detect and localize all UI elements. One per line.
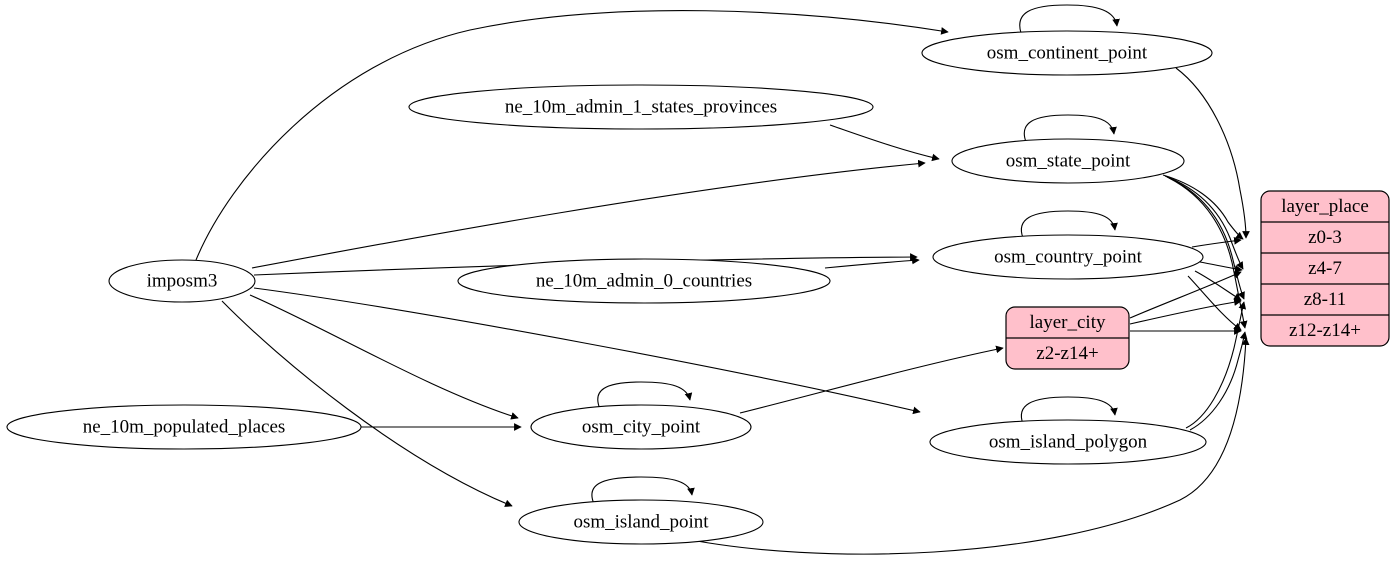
edge-osm_city_point-to-layer_city.z2-z14+ bbox=[739, 345, 1004, 414]
edge-osm_country_point-to-layer_place.z12-z14+ bbox=[1187, 275, 1242, 331]
edge-ne_admin1-to-osm_state_point bbox=[829, 124, 940, 162]
edge-osm_country_point-to-layer_place.z8-11 bbox=[1194, 270, 1242, 301]
edge-ne_admin0-to-osm_country_point bbox=[824, 256, 920, 269]
record-layer_place[interactable]: layer_place z0-3 z4-7 z8-11 z12-z14+ bbox=[1260, 190, 1390, 347]
node-shape-osm_city_point bbox=[530, 404, 752, 450]
node-ne_populated[interactable]: ne_10m_populated_places bbox=[6, 404, 362, 450]
edge-osm_state_point-to-layer_place.z12-z14+ bbox=[1168, 177, 1248, 329]
node-shape-osm_island_polygon bbox=[929, 419, 1207, 465]
node-label-osm_state_point: osm_state_point bbox=[1006, 150, 1131, 171]
record-row-label-layer_place-4[interactable]: z12-z14+ bbox=[1289, 320, 1361, 341]
edge-osm_island_point-to-osm_island_point bbox=[591, 476, 695, 505]
node-label-imposm3: imposm3 bbox=[147, 270, 218, 291]
node-osm_city_point[interactable]: osm_city_point bbox=[530, 404, 752, 450]
edge-imposm3-to-osm_island_point bbox=[221, 300, 513, 507]
node-label-ne_populated: ne_10m_populated_places bbox=[83, 416, 286, 437]
edge-layer_city-to-layer_place.z4-7 bbox=[1129, 271, 1242, 319]
edges-layer bbox=[195, 4, 1250, 555]
edge-imposm3-to-osm_island_polygon bbox=[253, 287, 921, 415]
node-label-osm_island_polygon: osm_island_polygon bbox=[989, 431, 1148, 452]
node-label-osm_city_point: osm_city_point bbox=[582, 416, 701, 437]
node-osm_state_point[interactable]: osm_state_point bbox=[951, 138, 1185, 184]
record-row-label-layer_place-2[interactable]: z4-7 bbox=[1308, 258, 1342, 279]
nodes-layer: imposm3 ne_10m_populated_places ne_10m_adm… bbox=[6, 30, 1213, 545]
edge-osm_island_point-to-layer_place.z12-z14+ bbox=[680, 337, 1250, 555]
edge-osm_state_point-to-layer_place.z4-7 bbox=[1164, 175, 1244, 270]
node-imposm3[interactable]: imposm3 bbox=[108, 259, 256, 303]
node-label-ne_admin0: ne_10m_admin_0_countries bbox=[536, 270, 752, 291]
node-osm_island_point[interactable]: osm_island_point bbox=[518, 499, 764, 545]
node-label-ne_admin1: ne_10m_admin_1_states_provinces bbox=[505, 96, 777, 117]
record-layer_city[interactable]: layer_city z2-z14+ bbox=[1005, 306, 1130, 370]
edge-osm_island_polygon-to-layer_place.z8-11 bbox=[1185, 301, 1247, 429]
node-osm_continent_point[interactable]: osm_continent_point bbox=[921, 30, 1213, 76]
edge-layer_city-to-layer_place.z8-11 bbox=[1129, 298, 1242, 325]
node-label-osm_continent_point: osm_continent_point bbox=[987, 42, 1148, 63]
node-osm_island_polygon[interactable]: osm_island_polygon bbox=[929, 419, 1207, 465]
record-row-label-layer_place-3[interactable]: z8-11 bbox=[1304, 289, 1347, 310]
record-box-layer_place bbox=[1260, 190, 1390, 347]
node-ne_admin1[interactable]: ne_10m_admin_1_states_provinces bbox=[408, 84, 874, 130]
record-row-label-layer_city-1[interactable]: z2-z14+ bbox=[1036, 343, 1098, 364]
node-shape-osm_continent_point bbox=[921, 30, 1213, 76]
edge-osm_state_point-to-layer_place.z0-3 bbox=[1162, 174, 1244, 240]
node-label-osm_island_point: osm_island_point bbox=[573, 511, 709, 532]
node-shape-ne_populated bbox=[6, 404, 362, 450]
records-layer: layer_place z0-3 z4-7 z8-11 z12-z14+ layer_ci… bbox=[1005, 190, 1390, 370]
node-shape-ne_admin0 bbox=[457, 258, 831, 304]
record-row-label-layer_city-0[interactable]: layer_city bbox=[1030, 312, 1106, 333]
edge-osm_country_point-to-osm_country_point bbox=[1020, 210, 1118, 239]
record-row-label-layer_place-1[interactable]: z0-3 bbox=[1308, 227, 1342, 248]
edge-osm_state_point-to-osm_state_point bbox=[1023, 114, 1117, 143]
edge-imposm3-to-osm_continent_point bbox=[195, 10, 949, 261]
node-label-osm_country_point: osm_country_point bbox=[994, 246, 1142, 267]
edge-osm_state_point-to-layer_place.z8-11 bbox=[1166, 176, 1245, 300]
node-osm_country_point[interactable]: osm_country_point bbox=[932, 234, 1204, 280]
edge-imposm3-to-osm_city_point bbox=[249, 294, 519, 420]
edge-osm_island_polygon-to-layer_place.z12-z14+ bbox=[1189, 331, 1248, 431]
node-shape-osm_country_point bbox=[932, 234, 1204, 280]
edge-osm_continent_point-to-layer_place.z0-3 bbox=[1175, 67, 1250, 239]
node-shape-imposm3 bbox=[108, 259, 256, 303]
edge-imposm3-to-osm_state_point bbox=[251, 159, 926, 269]
node-shape-osm_state_point bbox=[951, 138, 1185, 184]
edge-osm_country_point-to-layer_place.z4-7 bbox=[1199, 261, 1243, 273]
edge-osm_island_polygon-to-osm_island_polygon bbox=[1020, 396, 1118, 425]
node-ne_admin0[interactable]: ne_10m_admin_0_countries bbox=[457, 258, 831, 304]
edge-osm_country_point-to-layer_place.z0-3 bbox=[1191, 237, 1242, 248]
node-shape-osm_island_point bbox=[518, 499, 764, 545]
node-shape-ne_admin1 bbox=[408, 84, 874, 130]
edge-osm_continent_point-to-osm_continent_point bbox=[1019, 4, 1120, 34]
edge-osm_city_point-to-osm_city_point bbox=[597, 381, 693, 410]
record-row-label-layer_place-0[interactable]: layer_place bbox=[1281, 196, 1369, 217]
